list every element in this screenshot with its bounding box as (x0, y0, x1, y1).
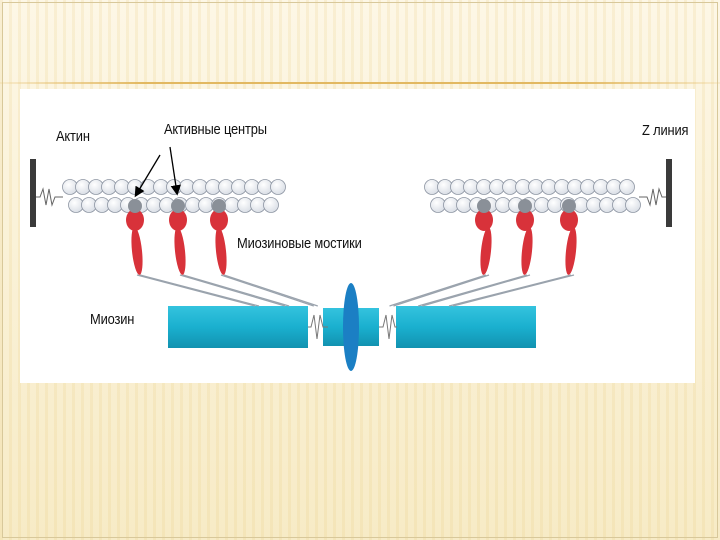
myosin-neck (479, 227, 494, 276)
active-center (477, 199, 491, 213)
actin-bead (626, 198, 641, 213)
actin-bead (620, 180, 635, 195)
z-disc-left (30, 159, 36, 227)
myosin-neck (214, 227, 229, 276)
myosin-bridges-label: Миозиновые мостики (237, 235, 362, 252)
m-line-spring-right (379, 315, 397, 339)
myosin-filament-right (396, 306, 536, 348)
m-line-disc (343, 283, 359, 371)
active-center (212, 199, 226, 213)
z-line-label: Z линия (642, 122, 688, 139)
active-center (562, 199, 576, 213)
titin-spring-right (639, 189, 666, 205)
active-center (128, 199, 142, 213)
active-center (518, 199, 532, 213)
actin-bead (264, 198, 279, 213)
actin-filament-right (425, 180, 641, 213)
title-rule (0, 82, 720, 84)
myosin-label: Миозин (90, 311, 134, 328)
myosin-neck (130, 227, 145, 276)
myosin-neck (520, 227, 535, 276)
myosin-filament-left (168, 306, 308, 348)
active-centers-label: Активные центры (164, 121, 267, 138)
active-center (171, 199, 185, 213)
actin-label: Актин (56, 128, 90, 145)
myosin-neck (564, 227, 579, 276)
z-disc-right (666, 159, 672, 227)
actin-bead (271, 180, 286, 195)
titin-spring-left (36, 189, 63, 205)
myosin-neck (173, 227, 188, 276)
